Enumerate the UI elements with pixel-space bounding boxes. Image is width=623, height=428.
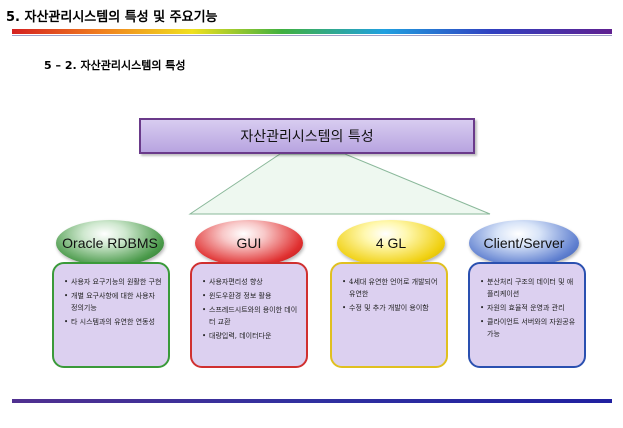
oracle-rdbms-card: 사용자 요구기능의 원활한 구현 개별 요구사항에 대한 사용자 정의기능 타 … [52,262,170,368]
oracle-rdbms-oval: Oracle RDBMS [56,220,164,266]
footer-divider [12,399,612,403]
list-item: 클라이언트 서버와의 자원공유 가능 [480,316,578,340]
list-item: 사용자 요구기능의 원활한 구현 [64,276,162,288]
4gl-card: 4세대 유연한 언어로 개발되어 유연한 수정 및 추가 개발이 용이함 [330,262,448,368]
list-item: 사용자편리성 향상 [202,276,300,288]
section-subtitle: 5 – 2. 자산관리시스템의 특성 [44,59,186,72]
list-item: 타 시스템과의 유연한 연동성 [64,316,162,328]
list-item: 대량입력, 데이터다운 [202,330,300,342]
list-item: 윈도우환경 정보 활용 [202,290,300,302]
list-item: 수정 및 추가 개발이 용이함 [342,302,440,314]
page-title: 5. 자산관리시스템의 특성 및 주요기능 [6,10,218,25]
gui-card: 사용자편리성 향상 윈도우환경 정보 활용 스프레드시트와의 용이한 데이터 교… [190,262,308,368]
client-server-card: 분산처리 구조의 데이터 및 애플리케이션 자원의 효율적 운영과 관리 클라이… [468,262,586,368]
list-item: 개별 요구사항에 대한 사용자 정의기능 [64,290,162,314]
header-underline [12,35,612,36]
main-feature-box: 자산관리시스템의 특성 [139,118,475,154]
list-item: 자원의 효율적 운영과 관리 [480,302,578,314]
header-divider [12,29,612,34]
client-server-oval: Client/Server [469,220,579,266]
4gl-oval: 4 GL [337,220,445,266]
list-item: 분산처리 구조의 데이터 및 애플리케이션 [480,276,578,300]
list-item: 4세대 유연한 언어로 개발되어 유연한 [342,276,440,300]
gui-oval: GUI [195,220,303,266]
list-item: 스프레드시트와의 용이한 데이터 교환 [202,304,300,328]
